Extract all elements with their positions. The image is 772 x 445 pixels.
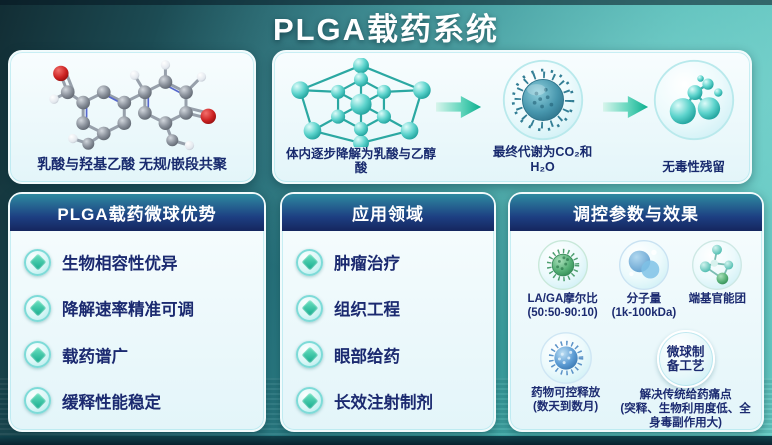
bottom-edge-strip [0, 436, 772, 445]
end-group-icon [692, 240, 743, 290]
param-drug-release: 药物可控释放 (数天到数月) [516, 330, 615, 414]
parameters-card: 调控参数与效果 LA/GA摩尔比 (50:50-90:10) [508, 192, 764, 432]
applications-card: 应用领域 肿瘤治疗 组织工程 眼部给药 长效注射制剂 [280, 192, 496, 432]
param-la-ga-ratio: LA/GA摩尔比 (50:50-90:10) [516, 238, 609, 320]
page-title: PLGA载药系统 [272, 12, 500, 47]
applications-list: 肿瘤治疗 组织工程 眼部给药 长效注射制剂 [282, 231, 494, 434]
degradation-step-lattice: 体内逐步降解为乳酸与乙醇酸 [286, 58, 437, 176]
diamond-bullet-icon [296, 294, 323, 322]
preparation-bubble-icon: 微球制备工艺 [656, 329, 715, 388]
applications-card-header: 应用领域 [282, 194, 494, 231]
advantages-card: PLGA载药微球优势 生物相容性优异 降解速率精准可调 载药谱广 缓释性能稳定 [8, 192, 266, 432]
copolymer-card: 乳酸与羟基乙酸 无规/嵌段共聚 [8, 50, 256, 184]
advantage-item: 生物相容性优异 [24, 248, 250, 276]
application-label: 眼部给药 [334, 347, 400, 366]
arrow-right-icon [436, 94, 482, 138]
advantage-label: 生物相容性优异 [62, 255, 178, 274]
degradation-step3-caption: 无毒性残留 [662, 159, 725, 174]
advantages-card-header: PLGA载药微球优势 [10, 194, 264, 231]
advantage-item: 缓释性能稳定 [24, 387, 250, 415]
degradation-card: 体内逐步降解为乳酸与乙醇酸 最终代谢为CO₂和H₂O [272, 50, 752, 184]
diamond-bullet-icon [24, 294, 51, 322]
diamond-bullet-icon [24, 387, 51, 415]
la-ga-ratio-icon [537, 240, 588, 290]
application-label: 长效注射制剂 [334, 393, 433, 412]
arrow-right-icon [603, 94, 649, 138]
parameters-body: LA/GA摩尔比 (50:50-90:10) 分子量 (1k-100kDa) [510, 231, 762, 434]
molecule-structure-icon [49, 60, 216, 151]
advantage-label: 降解速率精准可调 [62, 301, 194, 320]
copolymer-caption: 乳酸与羟基乙酸 无规/嵌段共聚 [37, 156, 227, 172]
polymer-lattice-icon [291, 58, 431, 147]
advantage-item: 降解速率精准可调 [24, 294, 250, 322]
application-label: 肿瘤治疗 [334, 255, 400, 274]
parameters-row-1: LA/GA摩尔比 (50:50-90:10) 分子量 (1k-100kDa) [516, 238, 756, 320]
application-label: 组织工程 [334, 301, 400, 320]
advantage-label: 载药谱广 [62, 347, 128, 366]
diamond-bullet-icon [296, 341, 323, 369]
microsphere-virus-icon [502, 59, 583, 141]
diamond-bullet-icon [296, 387, 323, 415]
application-item: 肿瘤治疗 [296, 248, 480, 276]
application-item: 组织工程 [296, 294, 480, 322]
param-pain-points: 微球制备工艺 解决传统给药痛点 (突释、生物利用度低、全身毒副作用大) [615, 329, 756, 430]
parameters-row-2: 药物可控释放 (数天到数月) 微球制备工艺 解决传统给药痛点 (突释、生物利用度… [516, 329, 756, 430]
parameters-card-header: 调控参数与效果 [510, 194, 762, 231]
degradation-step-metabolism: 最终代谢为CO₂和H₂O [482, 58, 603, 174]
advantage-item: 载药谱广 [24, 341, 250, 369]
diamond-bullet-icon [24, 248, 51, 276]
degradation-step-residue: 无毒性残留 [649, 58, 738, 174]
bubbles-residue-icon [653, 59, 734, 141]
param-end-group: 端基官能团 [679, 238, 756, 306]
application-item: 眼部给药 [296, 341, 480, 369]
param-molecular-weight: 分子量 (1k-100kDa) [609, 238, 678, 320]
top-edge-strip [0, 0, 772, 5]
advantages-list: 生物相容性优异 降解速率精准可调 载药谱广 缓释性能稳定 [10, 231, 264, 434]
degradation-step1-caption: 体内逐步降解为乳酸与乙醇酸 [286, 147, 437, 176]
diamond-bullet-icon [296, 248, 323, 276]
diamond-bullet-icon [24, 341, 51, 369]
advantage-label: 缓释性能稳定 [62, 393, 161, 412]
drug-release-icon [539, 332, 592, 384]
application-item: 长效注射制剂 [296, 387, 480, 415]
molecular-weight-icon [618, 240, 669, 290]
degradation-step2-caption: 最终代谢为CO₂和H₂O [492, 145, 593, 174]
